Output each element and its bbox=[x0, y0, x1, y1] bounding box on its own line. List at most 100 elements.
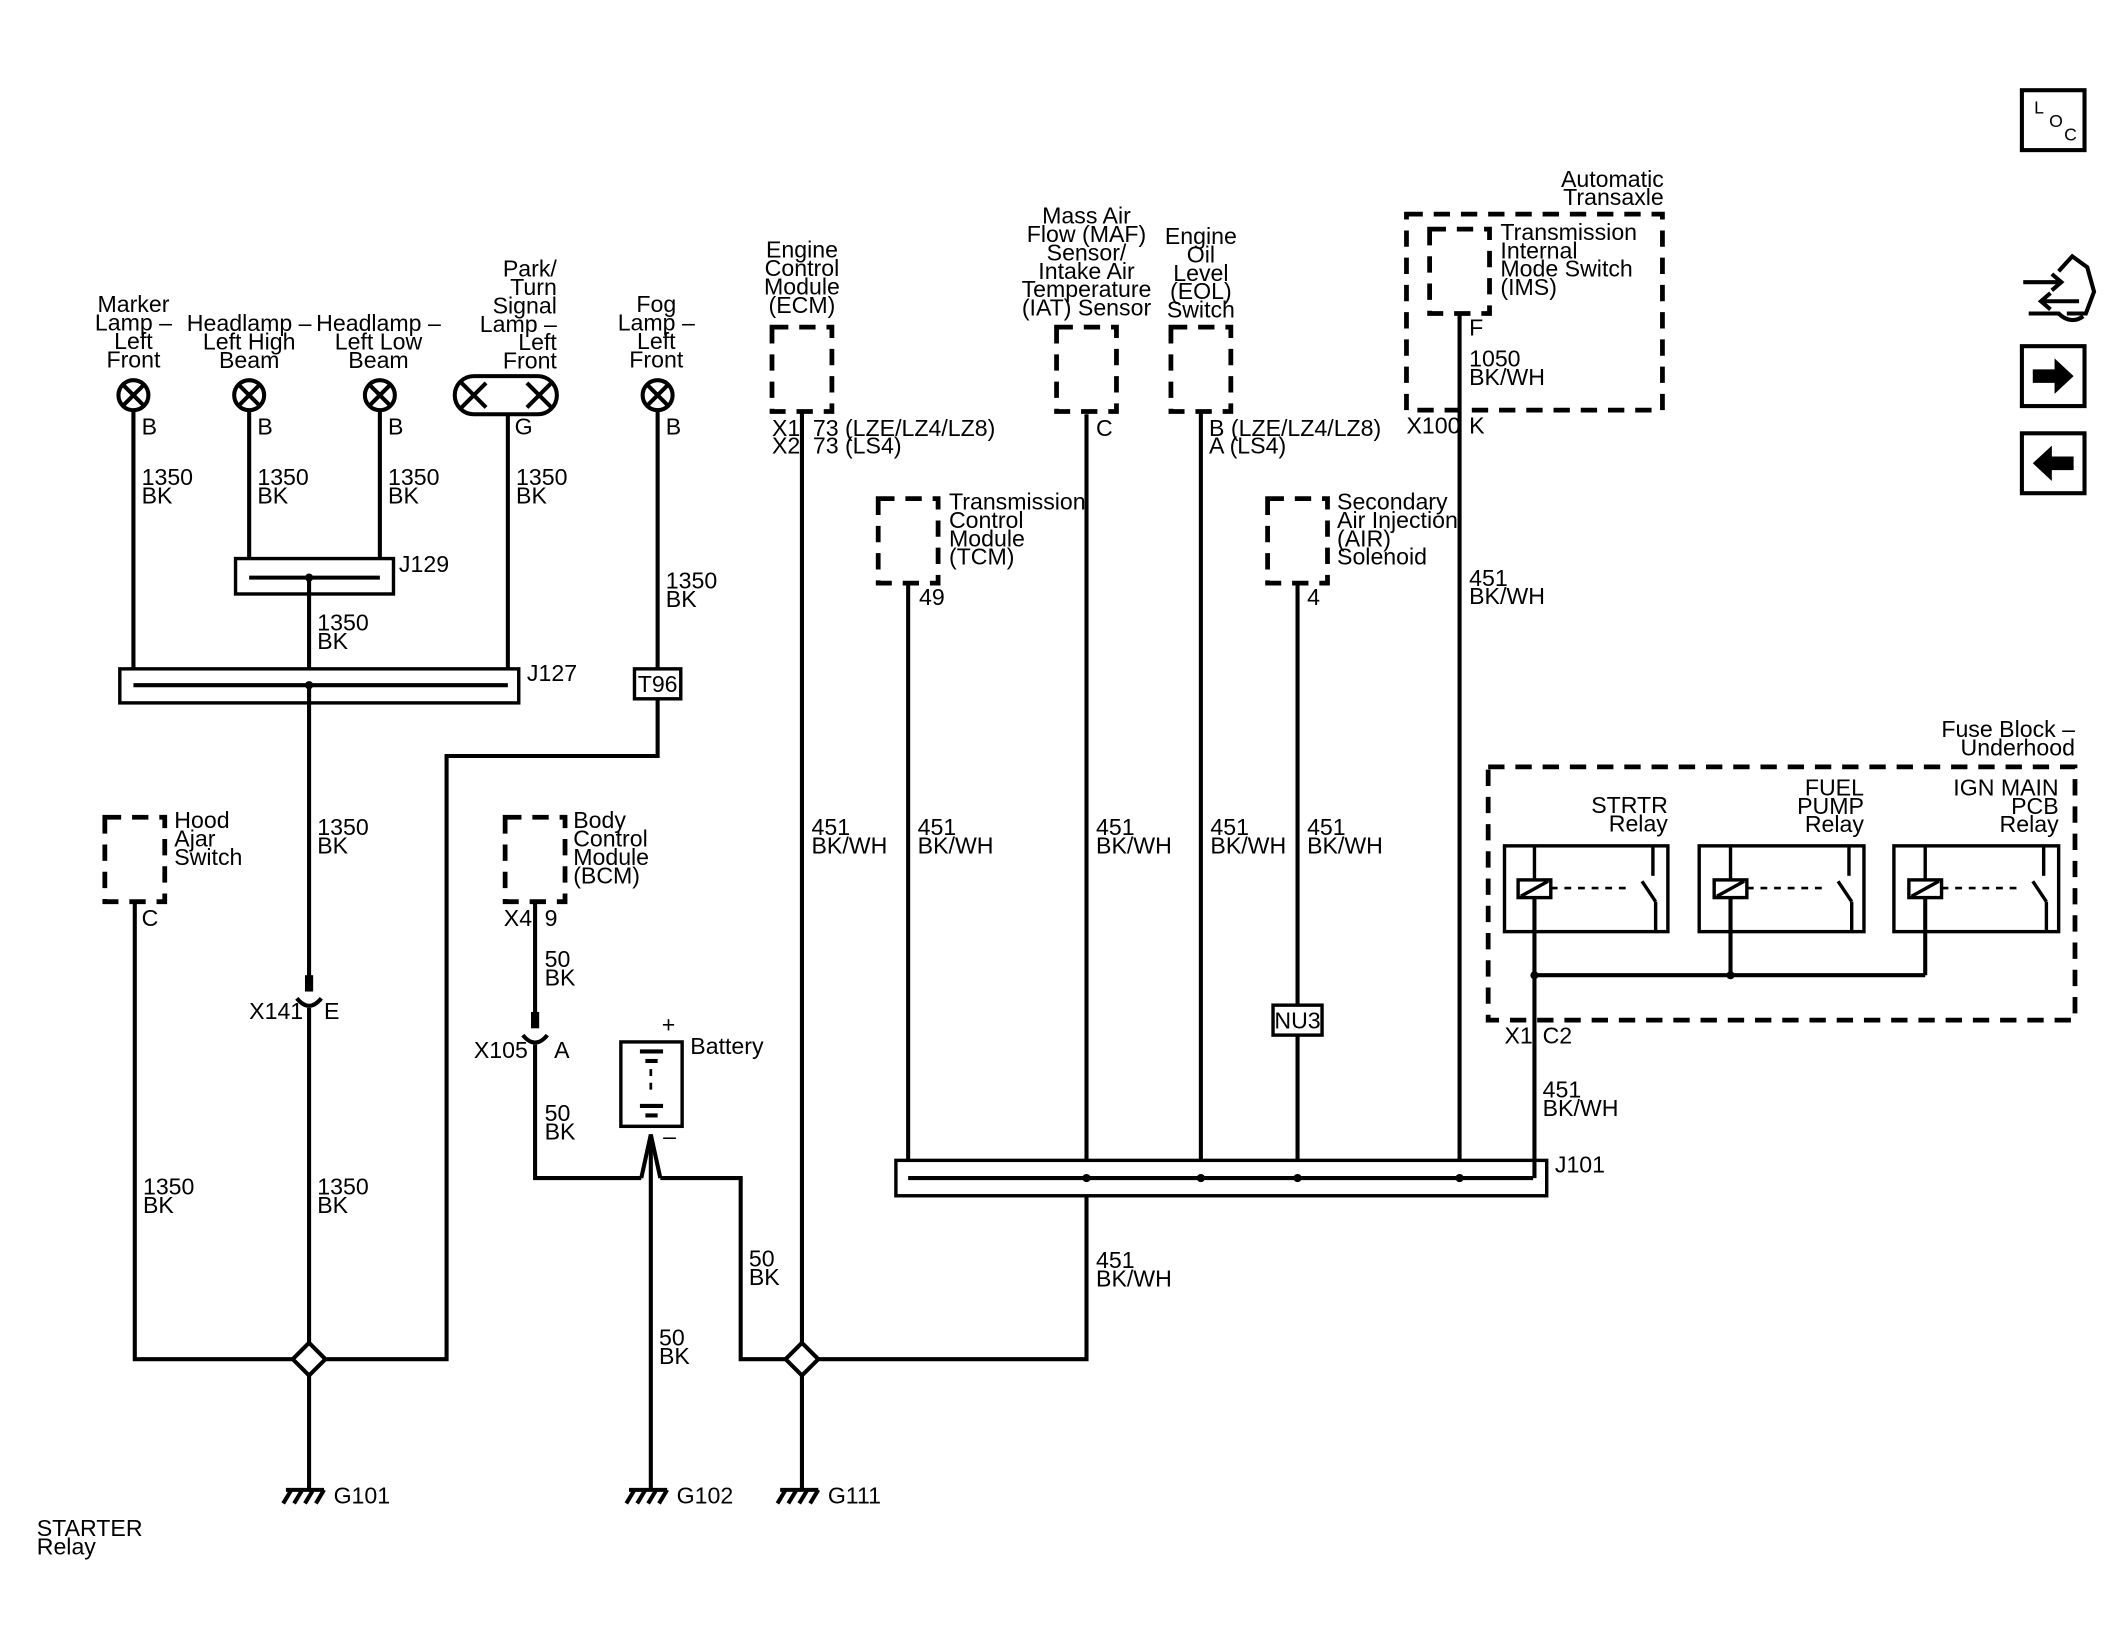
svg-text:C2: C2 bbox=[1543, 1022, 1573, 1048]
svg-text:C: C bbox=[1096, 415, 1113, 441]
arrow-left-icon bbox=[2032, 445, 2074, 481]
svg-text:X100: X100 bbox=[1406, 412, 1460, 438]
previous-page-button[interactable] bbox=[2019, 431, 2087, 496]
arrow-right-icon bbox=[2032, 358, 2074, 394]
connector-x141: X141 E bbox=[249, 975, 339, 1024]
splice-nu3: NU3 bbox=[1271, 1003, 1324, 1037]
junction-g101 bbox=[289, 1339, 329, 1379]
junction-g111 bbox=[782, 1339, 822, 1379]
svg-text:–: – bbox=[663, 1123, 676, 1149]
svg-text:O: O bbox=[2049, 111, 2063, 131]
ground-g101: G101 bbox=[281, 1482, 390, 1508]
connector-view-icon[interactable] bbox=[2023, 253, 2097, 323]
svg-text:73 (LZE/LZ4/LZ8): 73 (LZE/LZ4/LZ8) bbox=[813, 415, 996, 441]
svg-text:K: K bbox=[1469, 412, 1485, 438]
svg-text:X4: X4 bbox=[504, 905, 532, 931]
marker-pin-b: B bbox=[142, 414, 157, 440]
svg-text:X105: X105 bbox=[474, 1037, 528, 1063]
park-pin-g: G bbox=[515, 414, 533, 440]
svg-text:F: F bbox=[1469, 314, 1483, 340]
svg-text:X141: X141 bbox=[249, 998, 303, 1024]
svg-text:73 (LS4): 73 (LS4) bbox=[813, 433, 902, 459]
ground-g102: G102 bbox=[624, 1482, 733, 1508]
next-page-button[interactable] bbox=[2019, 344, 2087, 409]
svg-text:4: 4 bbox=[1307, 584, 1320, 610]
svg-text:X1: X1 bbox=[1505, 1022, 1533, 1048]
battery: + – Battery bbox=[619, 1011, 764, 1149]
svg-text:C: C bbox=[2064, 125, 2077, 145]
svg-text:L: L bbox=[2034, 97, 2044, 117]
svg-text:Battery: Battery bbox=[690, 1033, 764, 1059]
high-pin-b: B bbox=[257, 414, 272, 440]
splice-j101: J101 bbox=[894, 1152, 1605, 1198]
svg-text:+: + bbox=[662, 1011, 676, 1037]
svg-text:J129: J129 bbox=[399, 551, 449, 577]
connector-x105: X105 A bbox=[474, 1011, 570, 1063]
svg-text:J127: J127 bbox=[527, 660, 577, 686]
svg-text:9: 9 bbox=[545, 905, 558, 931]
svg-text:C: C bbox=[142, 905, 159, 931]
svg-text:A: A bbox=[554, 1037, 570, 1063]
ground-g111: G111 bbox=[775, 1482, 881, 1508]
svg-text:Fuse Block –Underhood: Fuse Block –Underhood bbox=[1941, 716, 2075, 760]
svg-text:49: 49 bbox=[919, 584, 945, 610]
low-pin-b: B bbox=[388, 414, 403, 440]
svg-text:G111: G111 bbox=[828, 1482, 881, 1508]
svg-text:J101: J101 bbox=[1555, 1152, 1605, 1178]
location-button[interactable]: L O C bbox=[2019, 88, 2087, 153]
splice-t96: T96 bbox=[632, 667, 683, 701]
fog-pin-b: B bbox=[666, 414, 681, 440]
